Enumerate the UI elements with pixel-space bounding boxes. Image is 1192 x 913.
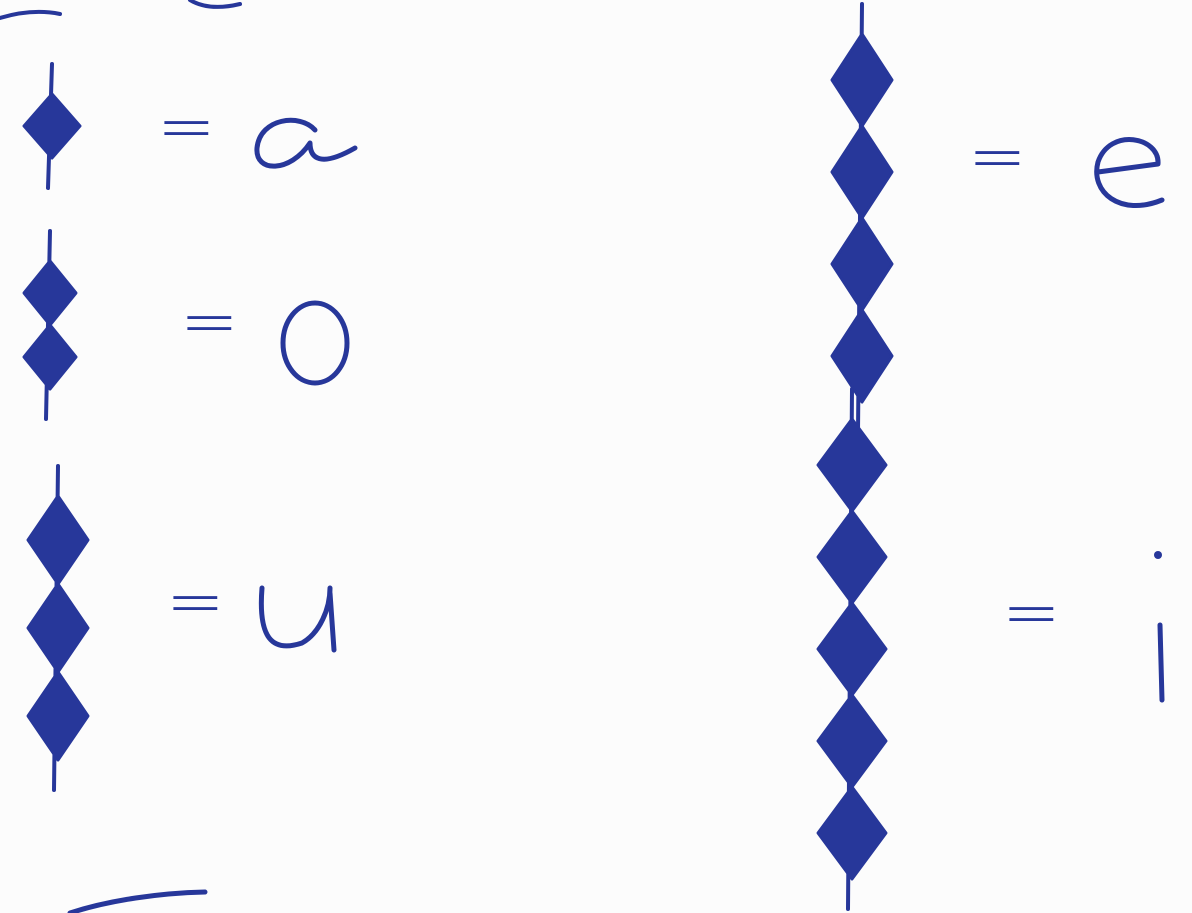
equals-sign: = (157, 85, 216, 167)
diamond-mark (816, 601, 888, 697)
diamond-mark (26, 582, 90, 674)
key-entry-i: =i (816, 387, 1165, 911)
letter-stroke (280, 300, 350, 386)
diamond-mark (816, 693, 888, 789)
diamond-mark (22, 259, 78, 327)
key-entry-u: =u (26, 464, 337, 792)
diamond-mark (22, 92, 82, 160)
diamond-mark (816, 785, 888, 881)
diamond-mark (26, 670, 90, 762)
equals-sign: = (968, 115, 1027, 197)
diamond-mark (830, 216, 894, 312)
key-entry-e: =e (830, 2, 1165, 434)
diamond-mark (830, 308, 894, 404)
letter-stroke (1094, 137, 1165, 208)
letter-stroke (258, 585, 337, 653)
key-entry-o: =o (22, 229, 350, 421)
diamond-mark (22, 323, 78, 391)
letter-stroke (1154, 551, 1162, 559)
diamond-mark (816, 509, 888, 605)
letter-stroke (254, 117, 358, 169)
diamond-mark (26, 494, 90, 586)
diamond-mark (816, 417, 888, 513)
equals-sign: = (166, 560, 225, 642)
key-entry-a: =a (22, 62, 358, 190)
equals-sign: = (180, 280, 239, 362)
equals-sign: = (1002, 571, 1061, 653)
diamond-mark (830, 32, 894, 128)
diamond-mark (830, 124, 894, 220)
stray-pen-stroke (67, 889, 208, 913)
cropped-ink-marks (0, 0, 242, 20)
